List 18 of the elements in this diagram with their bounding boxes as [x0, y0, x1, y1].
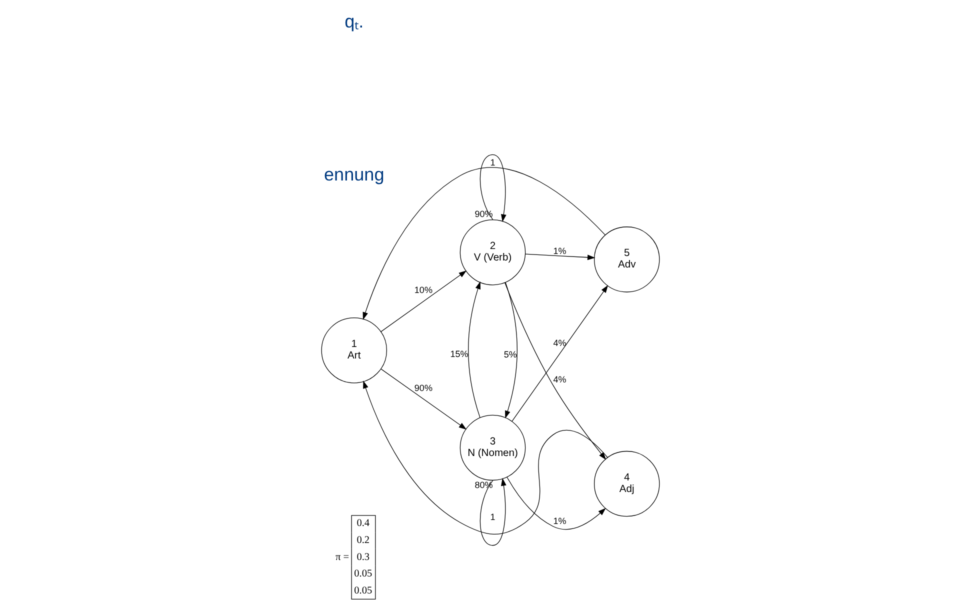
edge-label: 4%: [552, 374, 566, 385]
label: 0.05: [354, 585, 372, 596]
label: π =: [334, 552, 349, 563]
edge-label: 1: [490, 512, 495, 522]
edge-label: 1%: [552, 516, 566, 526]
label: 0.05: [354, 568, 372, 580]
label: ennung: [324, 164, 384, 185]
edge-label: 1%: [552, 246, 566, 256]
edge-label: 4%: [552, 338, 566, 348]
label: 0.4: [356, 518, 370, 530]
edge-label: 90%: [414, 383, 432, 394]
label: qₜ.: [344, 11, 364, 32]
edge-label: 1: [490, 157, 495, 168]
label: 0.3: [356, 552, 370, 563]
edge-label: 10%: [414, 285, 432, 296]
edge-label: 15%: [450, 349, 468, 360]
edge-label: 5%: [503, 349, 516, 360]
label: 0.2: [356, 534, 370, 546]
